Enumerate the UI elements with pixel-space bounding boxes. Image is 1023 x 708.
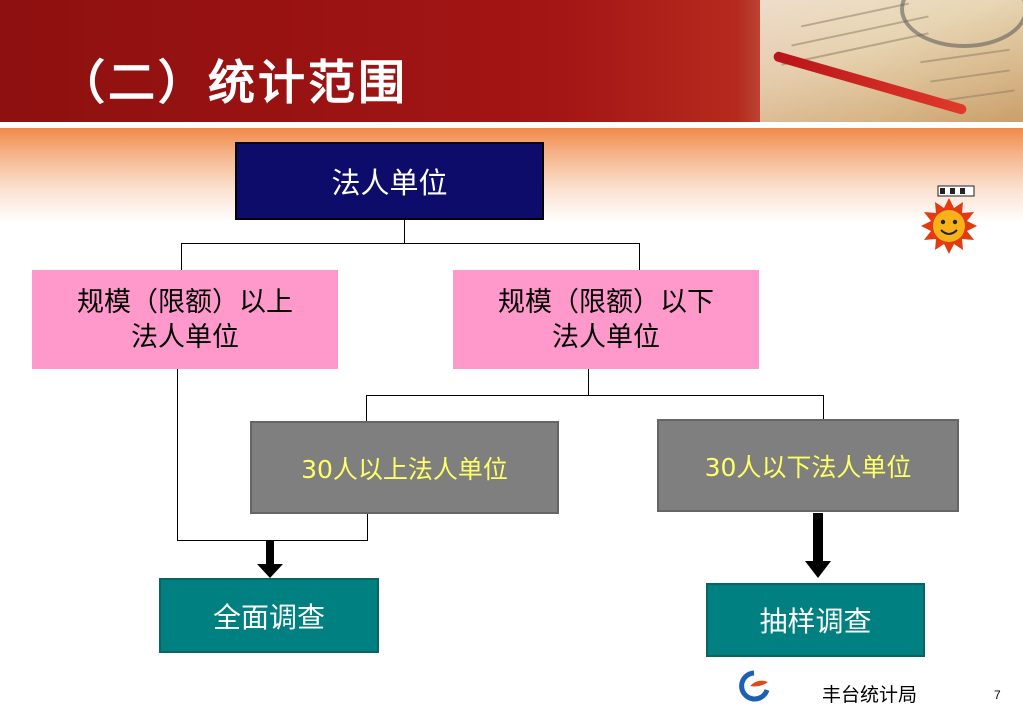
- box-legal-entity: 法人单位: [235, 142, 544, 220]
- connector-line: [404, 220, 405, 243]
- slide-header: （二）统计范围: [0, 0, 1023, 122]
- connector-line: [181, 243, 640, 244]
- footer-org-name: 丰台统计局: [822, 684, 918, 706]
- page-number: 7: [994, 688, 1001, 702]
- connector-line: [367, 513, 368, 541]
- box-below-scale: 规模（限额）以下 法人单位: [453, 270, 759, 369]
- connector-line: [639, 243, 640, 270]
- box-full-survey: 全面调查: [159, 578, 379, 653]
- slide-title: （二）统计范围: [58, 56, 408, 111]
- box-sample-survey: 抽样调查: [706, 583, 925, 657]
- box-above-scale: 规模（限额）以上 法人单位: [32, 270, 338, 369]
- box-over-30: 30人以上法人单位: [250, 421, 559, 514]
- connector-line: [823, 395, 824, 419]
- smiling-sun-icon: [921, 185, 977, 254]
- connector-line: [177, 368, 178, 541]
- connector-line: [366, 395, 367, 422]
- connector-line: [366, 395, 824, 396]
- connector-line: [181, 243, 182, 270]
- bureau-logo-icon: [739, 670, 770, 702]
- box-under-30: 30人以下法人单位: [657, 419, 959, 512]
- connector-line: [588, 368, 589, 395]
- down-arrow-icon: [805, 513, 831, 578]
- down-arrow-icon: [257, 540, 283, 578]
